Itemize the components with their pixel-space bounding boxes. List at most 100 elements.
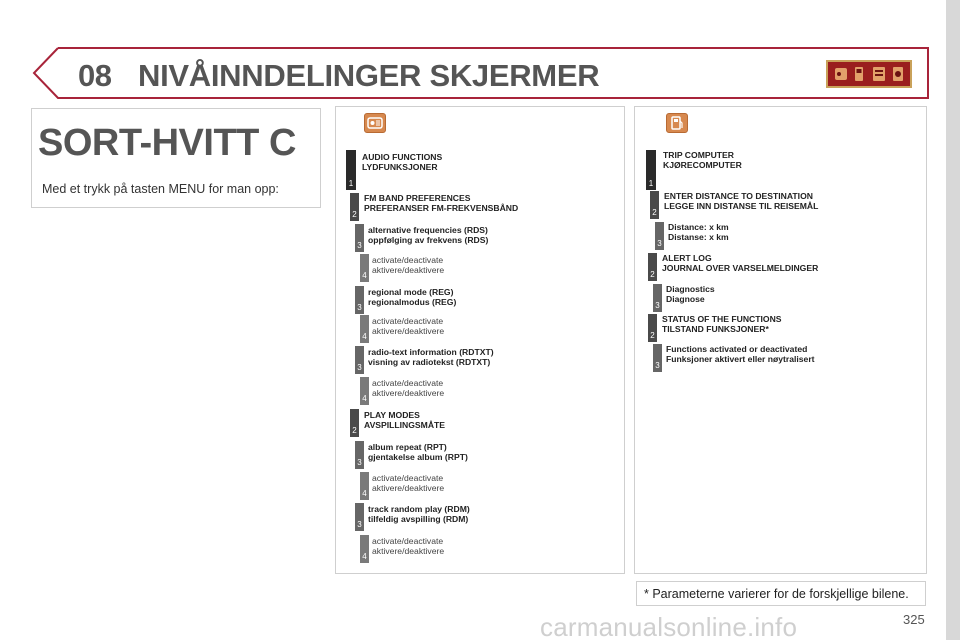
menu-item-line: album repeat (RPT) — [368, 442, 447, 452]
header-icon-strip — [826, 60, 912, 88]
header-frame — [32, 47, 929, 99]
audio-menu-item: track random play (RDM)tilfeldig avspill… — [368, 504, 470, 524]
level-4-marker: 4 — [360, 377, 369, 405]
menu-item-line: gjentakelse album (RPT) — [368, 452, 468, 462]
intro-panel — [31, 108, 321, 208]
level-3-marker: 3 — [653, 344, 662, 372]
audio-menu-item: album repeat (RPT)gjentakelse album (RPT… — [368, 442, 468, 462]
menu-item-line: aktivere/deaktivere — [372, 483, 445, 493]
menu-item-line: regional mode (REG) — [368, 287, 454, 297]
watermark: carmanualsonline.info — [540, 612, 798, 642]
side-strip — [946, 0, 960, 640]
menu-item-line: activate/deactivate — [372, 536, 444, 546]
menu-item-line: PREFERANSER FM-FREKVENSBÅND — [364, 203, 519, 213]
level-2-marker: 2 — [648, 314, 657, 342]
menu-item-line: AUDIO FUNCTIONS — [362, 152, 443, 162]
level-3-marker: 3 — [355, 224, 364, 252]
menu-item-line: Diagnose — [666, 294, 705, 304]
level-2-marker: 2 — [350, 193, 359, 221]
radio-icon — [834, 65, 848, 83]
phone-icon — [872, 65, 886, 83]
level-4-marker: 4 — [360, 254, 369, 282]
menu-item-line: aktivere/deaktivere — [372, 265, 445, 275]
menu-item-line: track random play (RDM) — [368, 504, 470, 514]
section-heading: SORT-HVITT C — [38, 122, 296, 164]
menu-item-line: Functions activated or deactivated — [666, 344, 808, 354]
fuel-icon — [666, 113, 688, 133]
audio-menu-item: alternative frequencies (RDS)oppfølging … — [368, 225, 488, 245]
footnote: * Parameterne varierer for de forskjelli… — [644, 587, 909, 601]
menu-item-line: aktivere/deaktivere — [372, 326, 445, 336]
menu-item-line: regionalmodus (REG) — [368, 297, 457, 307]
menu-item-line: JOURNAL OVER VARSELMELDINGER — [662, 263, 819, 273]
trip-menu-panel — [634, 106, 927, 574]
menu-item-line: tilfeldig avspilling (RDM) — [368, 514, 469, 524]
level-3-marker: 3 — [653, 284, 662, 312]
menu-item-line: KJØRECOMPUTER — [663, 160, 742, 170]
menu-item-line: LYDFUNKSJONER — [362, 162, 438, 172]
level-3-marker: 3 — [355, 286, 364, 314]
level-2-marker: 2 — [650, 191, 659, 219]
menu-item-line: activate/deactivate — [372, 473, 444, 483]
menu-item-line: activate/deactivate — [372, 255, 444, 265]
fuel-icon — [853, 65, 867, 83]
menu-item-line: visning av radiotekst (RDTXT) — [368, 357, 491, 367]
level-2-marker: 2 — [648, 253, 657, 281]
level-3-marker: 3 — [655, 222, 664, 250]
menu-item-line: aktivere/deaktivere — [372, 546, 445, 556]
level-3-marker: 3 — [355, 441, 364, 469]
menu-item-line: activate/deactivate — [372, 378, 444, 388]
level-1-marker: 1 — [346, 150, 356, 190]
menu-item-line: ALERT LOG — [662, 253, 712, 263]
level-4-marker: 4 — [360, 535, 369, 563]
menu-item-line: Funksjoner aktivert eller nøytralisert — [666, 354, 815, 364]
menu-item-line: TILSTAND FUNKSJONER* — [662, 324, 769, 334]
level-3-marker: 3 — [355, 503, 364, 531]
settings-icon — [891, 65, 905, 83]
page-number: 325 — [903, 612, 925, 627]
menu-item-line: Distance: x km — [668, 222, 729, 232]
menu-item-line: ENTER DISTANCE TO DESTINATION — [664, 191, 813, 201]
level-4-marker: 4 — [360, 472, 369, 500]
audio-menu-item: regional mode (REG)regionalmodus (REG) — [368, 287, 456, 307]
page-title: NIVÅINNDELINGER SKJERMER — [138, 58, 600, 93]
menu-item-line: LEGGE INN DISTANSE TIL REISEMÅL — [664, 201, 819, 211]
level-1-marker: 1 — [646, 150, 656, 190]
menu-item-line: Distanse: x km — [668, 232, 729, 242]
menu-item-line: alternative frequencies (RDS) — [368, 225, 488, 235]
level-2-marker: 2 — [350, 409, 359, 437]
chapter-header — [30, 46, 930, 100]
menu-item-line: FM BAND PREFERENCES — [364, 193, 471, 203]
menu-item-line: Diagnostics — [666, 284, 715, 294]
level-4-marker: 4 — [360, 315, 369, 343]
radio-icon — [364, 113, 386, 133]
chapter-number: 08 — [78, 58, 112, 93]
menu-item-line: TRIP COMPUTER — [663, 150, 734, 160]
footnote-box — [636, 581, 926, 606]
intro-text: Med et trykk på tasten MENU for man opp: — [42, 182, 279, 196]
menu-item-line: STATUS OF THE FUNCTIONS — [662, 314, 782, 324]
menu-item-line: activate/deactivate — [372, 316, 444, 326]
menu-item-line: aktivere/deaktivere — [372, 388, 445, 398]
audio-menu-panel — [335, 106, 625, 574]
menu-item-line: PLAY MODES — [364, 410, 420, 420]
level-3-marker: 3 — [355, 346, 364, 374]
menu-item-line: radio-text information (RDTXT) — [368, 347, 494, 357]
menu-item-line: oppfølging av frekvens (RDS) — [368, 235, 489, 245]
menu-item-line: AVSPILLINGSMÅTE — [364, 420, 446, 430]
